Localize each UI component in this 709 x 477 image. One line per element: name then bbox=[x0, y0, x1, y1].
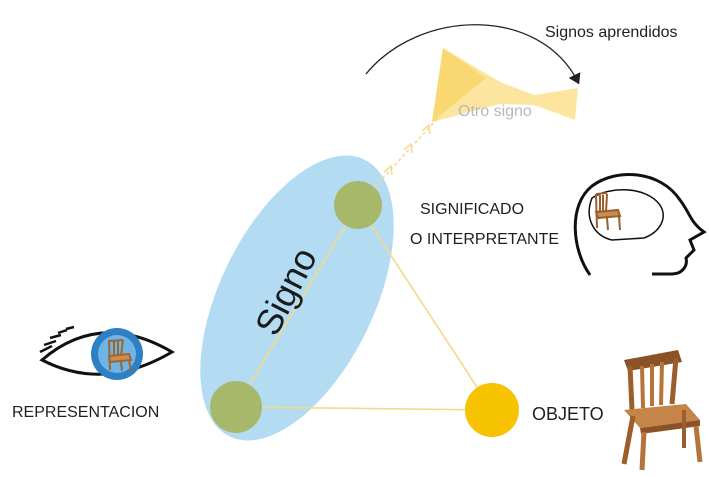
triangle-edges bbox=[235, 204, 493, 411]
object-node bbox=[465, 383, 519, 437]
signified-label-line1: SIGNIFICADO bbox=[420, 201, 524, 218]
object-label: OBJETO bbox=[532, 404, 604, 424]
eye-icon bbox=[39, 325, 175, 380]
learned-signs-arrow bbox=[365, 24, 581, 85]
chair-in-head-icon bbox=[594, 192, 622, 231]
chair-in-eye-icon bbox=[107, 339, 133, 372]
signified-label-line2: O INTERPRETANTE bbox=[410, 231, 559, 248]
representation-node bbox=[210, 381, 262, 433]
chevron-arrows bbox=[383, 123, 431, 176]
other-sign-shape bbox=[432, 48, 578, 122]
learned-signs-label: Signos aprendidos bbox=[545, 24, 678, 41]
head-silhouette-icon bbox=[573, 173, 707, 276]
wooden-chair-image bbox=[621, 350, 703, 471]
interpretant-node bbox=[334, 181, 382, 229]
other-sign-label: Otro signo bbox=[458, 103, 532, 120]
representation-label: REPRESENTACION bbox=[12, 404, 159, 421]
